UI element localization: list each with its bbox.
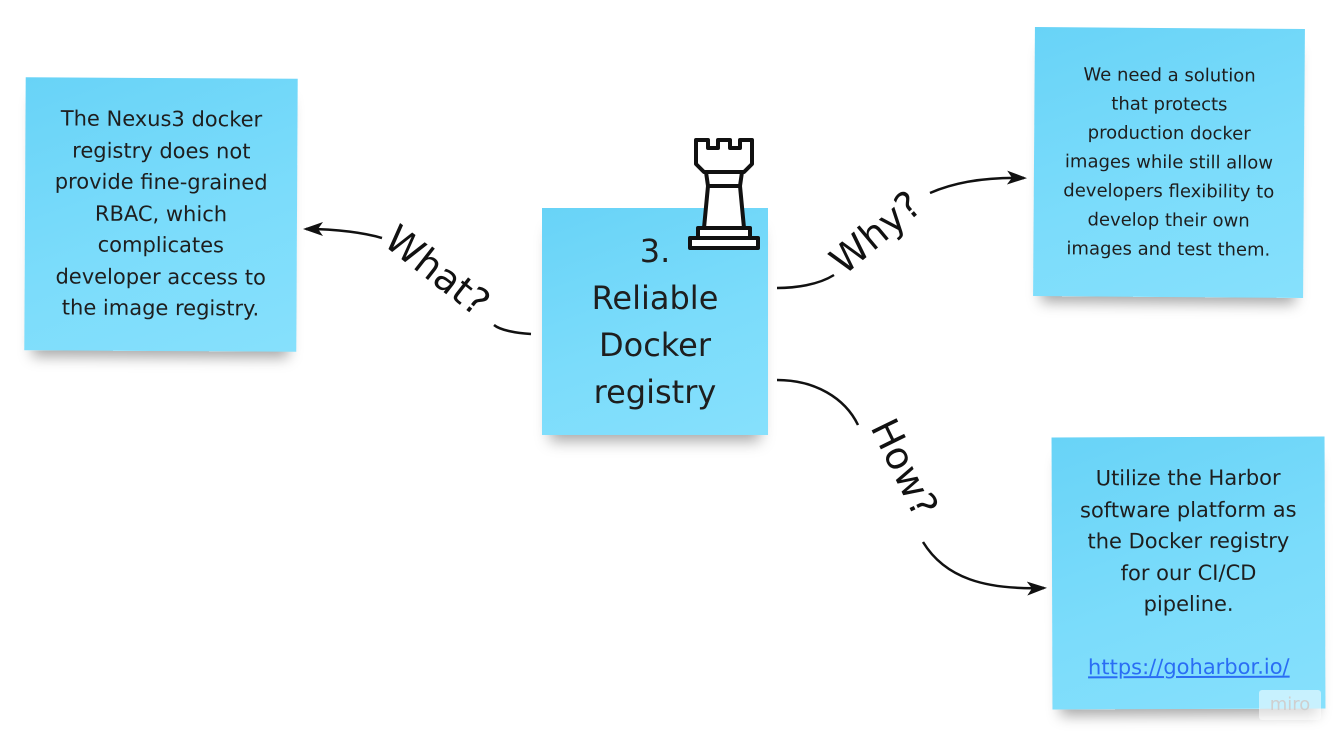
connector-how-tail[interactable]	[776, 378, 860, 426]
connector-why-tail[interactable]	[776, 273, 835, 290]
edge-label-how: How?	[862, 412, 947, 524]
sticky-note-why[interactable]: We need a solution that protects product…	[1033, 27, 1305, 298]
sticky-note-what[interactable]: The Nexus3 docker registry does not prov…	[24, 77, 298, 352]
edge-label-why: Why?	[822, 182, 930, 283]
sticky-note-how[interactable]: Utilize the Harbor software platform as …	[1051, 436, 1326, 710]
connector-why-head[interactable]	[929, 170, 1027, 195]
edge-label-what: What?	[376, 216, 498, 325]
sticky-note-how-text: Utilize the Harbor software platform as …	[1079, 465, 1297, 617]
chess-rook-icon	[688, 138, 760, 250]
connector-what-head[interactable]	[303, 222, 383, 240]
sticky-note-why-text: We need a solution that protects product…	[1063, 64, 1275, 261]
connector-what-tail[interactable]	[493, 323, 532, 336]
harbor-link[interactable]: https://goharbor.io/	[1087, 654, 1290, 679]
sticky-note-what-text: The Nexus3 docker registry does not prov…	[54, 106, 268, 321]
sticky-note-center[interactable]: 3. Reliable Docker registry	[542, 208, 768, 435]
sticky-note-center-text: 3. Reliable Docker registry	[591, 231, 719, 411]
connector-how-head[interactable]	[921, 541, 1047, 596]
miro-watermark: miro	[1259, 690, 1321, 720]
